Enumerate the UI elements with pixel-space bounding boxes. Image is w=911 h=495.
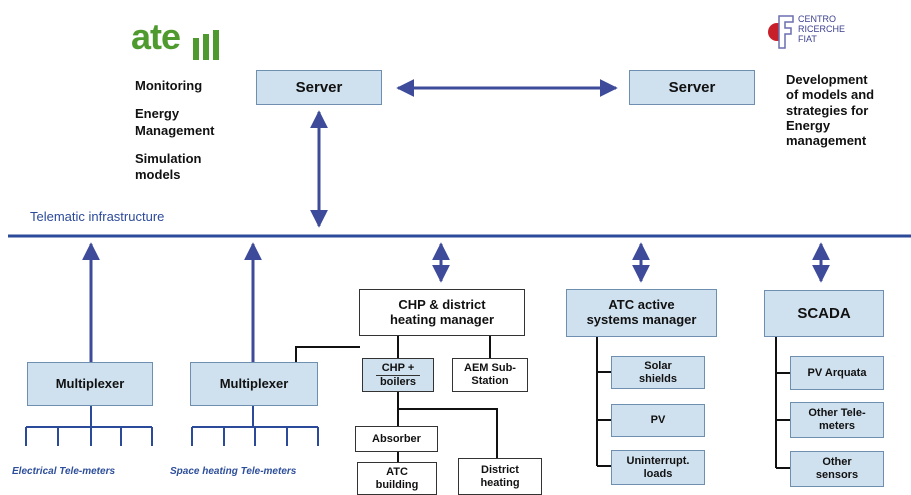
district-line1: District xyxy=(481,463,519,476)
note-monitoring: Monitoring xyxy=(135,78,203,93)
pv-box[interactable]: PV xyxy=(611,404,705,437)
absorber-box[interactable]: Absorber xyxy=(355,426,438,452)
scada-box[interactable]: SCADA xyxy=(764,290,884,337)
note-models: models xyxy=(135,167,181,182)
chp-manager-line2: heating manager xyxy=(389,311,495,327)
solar-line2: shields xyxy=(639,372,677,385)
multiplexer-box-1[interactable]: Multiplexer xyxy=(27,362,153,406)
aem-line1: AEM Sub- xyxy=(464,362,516,375)
telematic-label: Telematic infrastructure xyxy=(30,209,165,224)
other-sensors-line2: sensors xyxy=(815,469,859,481)
chp-boilers-box[interactable]: CHP + boilers xyxy=(362,358,434,392)
server-left-label: Server xyxy=(295,78,343,96)
crf-logo-line2: RICERCHE xyxy=(798,24,846,34)
server-box-left[interactable]: Server xyxy=(256,70,382,105)
aem-line2: Station xyxy=(471,375,509,387)
caption-electrical: Electrical Tele-meters xyxy=(12,466,116,477)
server-right-label: Server xyxy=(668,78,716,96)
multiplexer1-label: Multiplexer xyxy=(55,375,125,391)
ate-logo-graphic-icon xyxy=(193,30,219,60)
atc-manager-box[interactable]: ATC active systems manager xyxy=(566,289,717,337)
atc-manager-line1: ATC active xyxy=(608,297,675,313)
pv-label: PV xyxy=(650,414,666,427)
crf-logo-line3: FIAT xyxy=(798,34,817,44)
right-notes: Development of models and strategies for… xyxy=(786,72,874,149)
caption-space-heating: Space heating Tele-meters xyxy=(170,466,297,477)
crf-logo-line1: CENTRO xyxy=(798,14,836,24)
chp-manager-line1: CHP & district xyxy=(398,296,486,312)
chp-boilers-line1: CHP + xyxy=(375,362,421,376)
solar-line1: Solar xyxy=(644,359,672,372)
ate-logo: ate xyxy=(131,16,223,62)
district-heating-box[interactable]: District heating xyxy=(458,458,542,495)
chp-boilers-line2: boilers xyxy=(379,375,417,388)
atc-building-line2: building xyxy=(375,478,419,491)
other-sensors-box[interactable]: Other sensors xyxy=(790,451,884,487)
other-tele-line1: Other Tele- xyxy=(808,407,866,420)
atc-building-box[interactable]: ATC building xyxy=(357,462,437,495)
multiplexer2-label: Multiplexer xyxy=(219,375,289,391)
district-line2: heating xyxy=(480,476,520,489)
chp-connections xyxy=(295,335,498,462)
ate-logo-text: ate xyxy=(131,16,181,57)
pv-arquata-label: PV Arquata xyxy=(807,366,867,379)
right-note-line4: Energy xyxy=(786,117,831,133)
scada-tree xyxy=(775,337,790,469)
atc-manager-line2: systems manager xyxy=(586,312,697,327)
note-energy: Energy xyxy=(135,106,180,122)
right-note-line5: management xyxy=(786,133,867,149)
multiplexer-box-2[interactable]: Multiplexer xyxy=(190,362,318,406)
multiplexer2-comb xyxy=(191,406,319,446)
pv-arquata-box[interactable]: PV Arquata xyxy=(790,356,884,390)
note-management: Management xyxy=(135,122,215,138)
atc-building-line1: ATC xyxy=(386,465,408,478)
server-box-right[interactable]: Server xyxy=(629,70,755,105)
note-simulation: Simulation xyxy=(135,150,202,166)
crf-logo-mark-icon xyxy=(768,15,794,49)
scada-label: SCADA xyxy=(797,304,851,322)
aem-substation-box[interactable]: AEM Sub- Station xyxy=(452,358,528,392)
other-telemeters-box[interactable]: Other Tele- meters xyxy=(790,402,884,438)
crf-logo: CENTRO RICERCHE FIAT xyxy=(765,12,875,52)
atc-tree xyxy=(596,337,611,467)
absorber-label: Absorber xyxy=(372,432,421,445)
loads-line1: Uninterrupt. xyxy=(626,454,690,467)
chp-manager-box[interactable]: CHP & district heating manager xyxy=(359,289,525,336)
right-note-line3: strategies for xyxy=(786,102,869,118)
right-note-line1: Development xyxy=(786,72,868,87)
left-notes: Monitoring Energy Management Simulation … xyxy=(135,78,214,183)
other-tele-line2: meters xyxy=(818,420,856,432)
solar-shields-box[interactable]: Solar shields xyxy=(611,356,705,389)
multiplexer1-comb xyxy=(25,406,153,446)
other-sensors-line1: Other xyxy=(822,456,852,469)
loads-line2: loads xyxy=(643,467,673,480)
right-note-line2: of models and xyxy=(786,87,875,103)
uninterrupt-loads-box[interactable]: Uninterrupt. loads xyxy=(611,450,705,485)
